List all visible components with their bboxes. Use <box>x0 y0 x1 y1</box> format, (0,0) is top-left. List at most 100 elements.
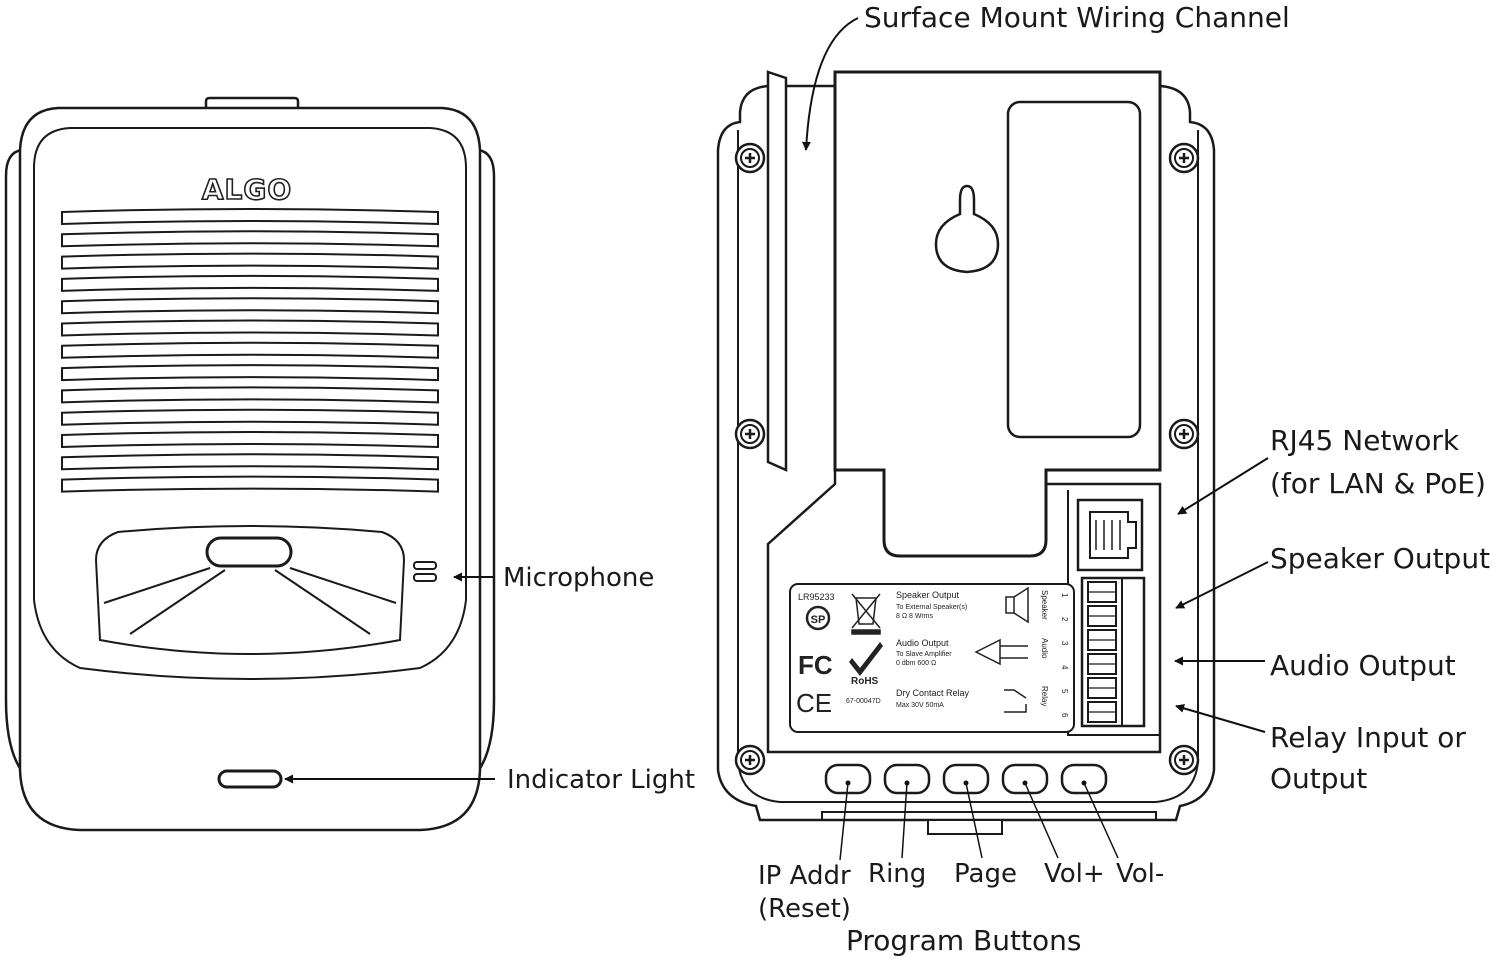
terminal-group-label: Audio <box>1040 638 1049 659</box>
algo-logo: ALGO <box>201 172 292 207</box>
rj45-arrow <box>1177 457 1269 515</box>
mounting-screws <box>734 142 1200 776</box>
grille-slat <box>61 386 439 404</box>
surface-mount-label: Surface Mount Wiring Channel <box>864 1 1290 34</box>
terminal-number: 4 <box>1060 665 1069 670</box>
terminal-group-label: Speaker <box>1040 590 1049 620</box>
program-button-leader <box>1083 782 1119 859</box>
relay-spec: Max 30V 50mA <box>896 702 944 709</box>
screw-icon <box>1168 418 1200 450</box>
fcc-mark: FC <box>798 650 833 680</box>
indicator-light <box>217 769 283 789</box>
rohs-check-icon <box>849 642 883 676</box>
microphone-slots <box>413 561 437 582</box>
rohs-mark: RoHS <box>851 676 879 687</box>
program-button-leader <box>1024 782 1059 859</box>
weee-bin-icon <box>851 593 881 635</box>
leader-dot <box>1081 780 1087 786</box>
speaker-output-label: Speaker Output <box>1270 542 1490 575</box>
program-button-leader <box>839 782 849 861</box>
svg-text:ALGO: ALGO <box>202 173 292 206</box>
amplifier-symbol-icon <box>974 638 1028 666</box>
grille-slat <box>61 453 439 471</box>
audio-output-title: Audio Output <box>896 638 949 648</box>
leader-dot <box>963 780 969 786</box>
terminal-number: 3 <box>1060 641 1069 646</box>
program-buttons-title: Program Buttons <box>846 924 1081 957</box>
screw-icon <box>734 418 766 450</box>
program-button <box>1001 763 1049 795</box>
label-recess <box>1006 100 1142 439</box>
leader-dot <box>845 780 851 786</box>
vol-minus-label: Vol- <box>1116 859 1164 889</box>
program-button <box>824 763 872 795</box>
surface-mount-arrow <box>801 17 859 151</box>
microphone-label: Microphone <box>503 563 654 593</box>
grille-slat <box>61 297 439 315</box>
speaker-output-arrow <box>1175 561 1269 609</box>
microphone-area <box>94 525 406 655</box>
grille-slat <box>61 364 439 382</box>
terminal-number: 1 <box>1060 593 1069 598</box>
grille-slat <box>61 230 439 248</box>
ce-mark: CE <box>796 688 832 718</box>
page-label: Page <box>954 859 1017 889</box>
screw-icon <box>1168 142 1200 174</box>
relay-arrow <box>1175 703 1266 733</box>
product-label: LR95233 SP FC CE RoHS 67-00047D Speaker … <box>789 583 1075 733</box>
program-buttons <box>824 763 1119 861</box>
terminal-number: 2 <box>1060 617 1069 622</box>
screw-icon <box>1168 744 1200 776</box>
label-model: LR95233 <box>798 592 835 602</box>
relay-label-line2: Output <box>1270 762 1367 795</box>
terminal-number: 5 <box>1060 689 1069 694</box>
screw-icon <box>734 744 766 776</box>
leader-dot <box>1022 780 1028 786</box>
audio-output-label: Audio Output <box>1270 649 1456 682</box>
grille-slat <box>61 431 439 449</box>
ring-label: Ring <box>868 859 926 889</box>
program-button <box>942 763 990 795</box>
grille-slat <box>61 252 439 270</box>
relay-symbol-icon <box>1004 689 1027 713</box>
audio-output-sub: To Slave Amplifier <box>896 651 952 658</box>
grille-slat <box>61 475 439 493</box>
speaker-symbol-icon <box>1005 586 1029 624</box>
vol-plus-label: Vol+ <box>1044 859 1105 889</box>
program-button <box>1060 763 1108 795</box>
rj45-label-line1: RJ45 Network <box>1270 424 1460 457</box>
speaker-output-sub: To External Speaker(s) <box>896 604 967 611</box>
grille-slat <box>61 408 439 426</box>
terminal-number: 6 <box>1060 713 1069 718</box>
program-button-leader <box>965 782 983 859</box>
grille-slat <box>61 319 439 337</box>
part-number: 67-00047D <box>846 698 881 705</box>
relay-title: Dry Contact Relay <box>896 688 970 698</box>
front-top-tab <box>204 96 300 108</box>
svg-text:SP: SP <box>811 614 826 626</box>
grille-slat <box>61 274 439 292</box>
speaker-grille <box>61 208 439 493</box>
leader-dot <box>904 780 910 786</box>
program-button-leader <box>901 782 908 859</box>
reset-label: (Reset) <box>758 894 851 924</box>
rj45-jack <box>1076 498 1144 572</box>
grille-slat <box>61 341 439 359</box>
grille-slat <box>61 208 439 226</box>
terminal-block <box>1080 576 1146 728</box>
screw-icon <box>734 142 766 174</box>
speaker-output-title: Speaker Output <box>896 590 960 600</box>
wiring-channel <box>766 70 788 472</box>
relay-label-line1: Relay Input or <box>1270 721 1466 754</box>
speaker-output-spec: 8 Ω 8 Wrms <box>896 613 933 620</box>
rear-callouts <box>801 17 1269 733</box>
indicator-light-label: Indicator Light <box>507 765 695 795</box>
terminal-group-label: Relay <box>1040 686 1049 706</box>
keyhole <box>934 184 1000 274</box>
audio-output-spec: 0 dbm 600 Ω <box>896 660 936 667</box>
csa-mark: SP <box>805 605 831 631</box>
rj45-label-line2: (for LAN & PoE) <box>1270 467 1486 500</box>
